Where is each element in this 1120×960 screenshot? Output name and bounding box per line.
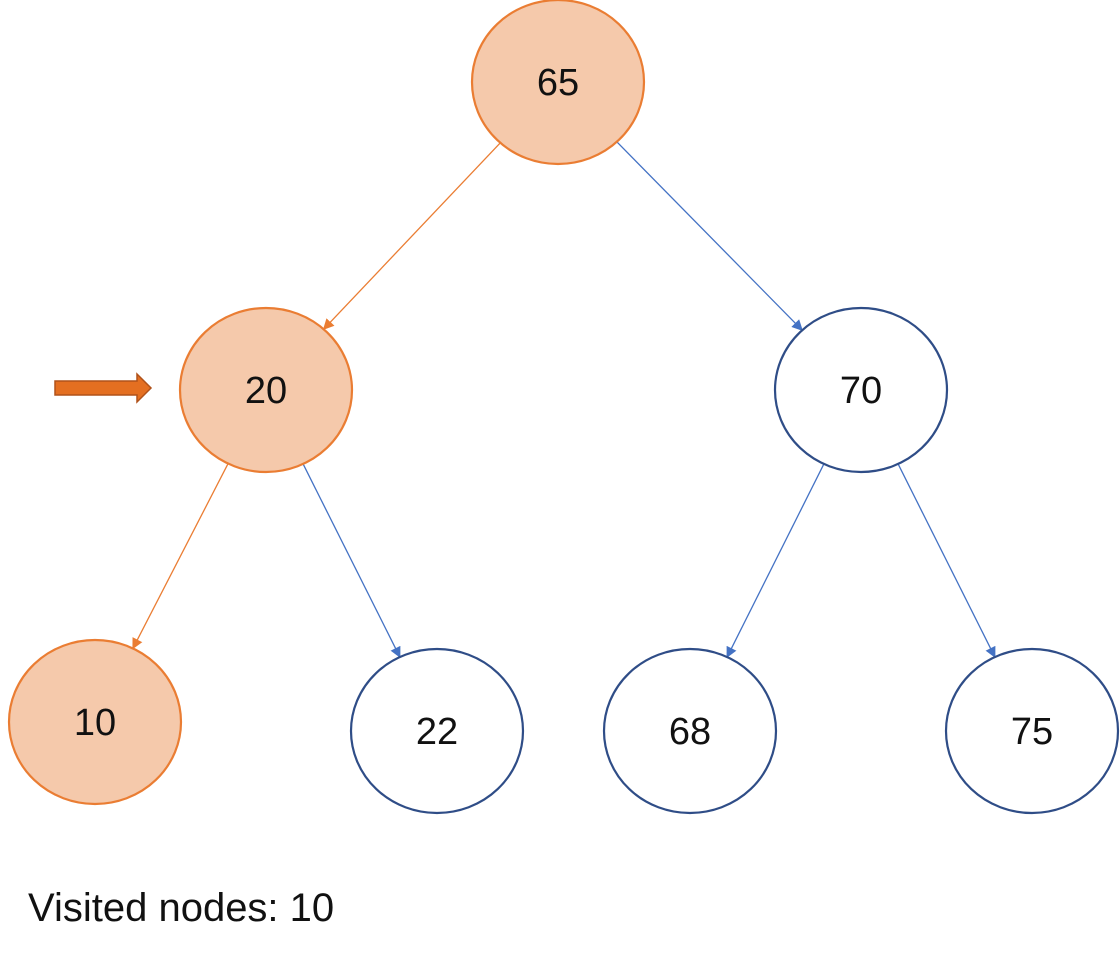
tree-node-20-current: 20 — [178, 306, 354, 474]
edge-20-to-22 — [302, 463, 401, 659]
edge-70-to-68 — [726, 463, 825, 659]
node-circle-22 — [349, 647, 525, 815]
node-label-70: 70 — [840, 370, 882, 412]
tree-node-65: 65 — [470, 0, 646, 166]
edge-70-to-75 — [897, 463, 996, 659]
edge-20-to-10 — [132, 463, 229, 650]
node-label-65: 65 — [537, 62, 579, 104]
visited-nodes-status: Visited nodes: 10 — [28, 886, 335, 930]
node-circle-75 — [944, 647, 1120, 815]
node-circle-20 — [178, 306, 354, 474]
current-node-pointer-arrow — [54, 372, 153, 404]
edge-65-to-70 — [616, 141, 803, 331]
node-label-68: 68 — [669, 711, 711, 753]
tree-node-75: 75 — [944, 647, 1120, 815]
node-circle-65 — [470, 0, 646, 166]
node-circle-10 — [7, 638, 183, 806]
tree-node-68: 68 — [602, 647, 778, 815]
tree-nodes: 65 20 70 10 22 68 75 — [7, 0, 1120, 815]
tree-edges — [132, 141, 996, 659]
node-label-10: 10 — [74, 702, 116, 744]
node-label-75: 75 — [1011, 711, 1053, 753]
tree-node-22: 22 — [349, 647, 525, 815]
tree-node-10: 10 — [7, 638, 183, 806]
edge-65-to-20 — [322, 142, 501, 330]
tree-node-70: 70 — [773, 306, 949, 474]
node-circle-70 — [773, 306, 949, 474]
node-label-22: 22 — [416, 711, 458, 753]
node-circle-68 — [602, 647, 778, 815]
node-label-20: 20 — [245, 370, 287, 412]
